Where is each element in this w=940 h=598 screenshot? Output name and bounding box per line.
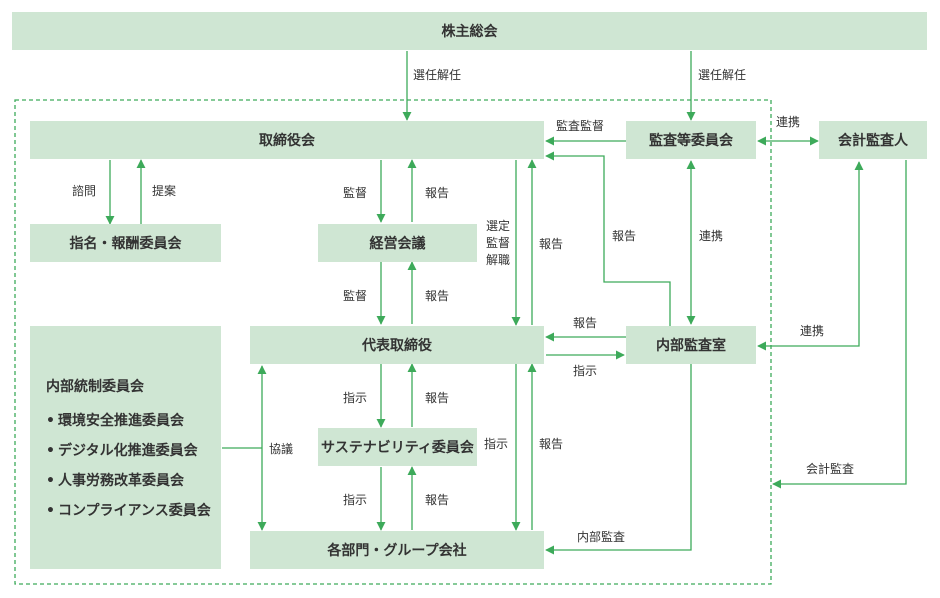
- node-shareholders: 株主総会: [12, 12, 927, 50]
- node-audit-committee: 監査等委員会: [626, 121, 756, 159]
- internal-control-title: 内部統制委員会: [46, 379, 144, 395]
- label-instruction-rep-dept: 指示: [484, 437, 509, 451]
- node-departments: 各部門・グループ会社: [250, 531, 544, 569]
- internal-control-committee-box: 内部統制委員会 環境安全推進委員会 デジタル化推進委員会 人事労務改革委員会 コ…: [30, 326, 221, 569]
- label-internal-audit: 内部監査: [577, 530, 626, 544]
- label-supervision-rep: 監督: [343, 289, 368, 303]
- label-report-internal-rep: 報告: [573, 316, 598, 330]
- label-report-rep-board: 報告: [539, 237, 564, 251]
- label-instruction-sust-dept: 指示: [343, 493, 368, 507]
- label-consultation-ic: 協議: [269, 442, 294, 456]
- ic-item: 環境安全推進委員会: [46, 410, 221, 430]
- label-audit-supervision: 監査監督: [556, 119, 605, 133]
- node-board: 取締役会: [30, 121, 544, 159]
- label-instruction-rep-internal: 指示: [573, 364, 598, 378]
- node-management-meeting: 経営会議: [318, 224, 477, 262]
- label-accounting-audit: 会計監査: [806, 462, 855, 476]
- label-report-rep-mgmt: 報告: [425, 289, 450, 303]
- label-elect-dismiss-audit: 選任解任: [698, 68, 747, 82]
- edge-internal-audit: [545, 364, 692, 555]
- label-supervision-mgmt: 監督: [343, 186, 368, 200]
- label-elect-dismiss-board: 選任解任: [413, 68, 462, 82]
- label-coop-audit-accounting: 連携: [776, 115, 801, 129]
- edge-accounting-audit: [772, 160, 907, 489]
- node-internal-audit-office: 内部監査室: [626, 326, 756, 364]
- label-instruction-sust: 指示: [343, 391, 368, 405]
- label-report-sust: 報告: [425, 391, 450, 405]
- node-nomination-committee: 指名・報酬委員会: [30, 224, 221, 262]
- label-consultation: 諮問: [72, 184, 97, 198]
- ic-item: デジタル化推進委員会: [46, 440, 221, 460]
- label-select-supervise-dismiss: 選定監督解職: [485, 219, 510, 267]
- node-representative-director: 代表取締役: [250, 326, 544, 364]
- node-accounting-auditor: 会計監査人: [819, 121, 927, 159]
- label-report-internal-board: 報告: [612, 229, 637, 243]
- label-report-dept-sust: 報告: [425, 493, 450, 507]
- label-report-mgmt-board: 報告: [425, 186, 450, 200]
- edge-coop-internal-accounting: [757, 161, 864, 351]
- label-coop-audit-internal: 連携: [699, 229, 724, 243]
- edge-report-internal-board: [545, 151, 671, 326]
- node-sustainability-committee: サステナビリティ委員会: [318, 428, 477, 466]
- ic-item: 人事労務改革委員会: [46, 470, 221, 490]
- label-coop-internal-accounting: 連携: [800, 324, 825, 338]
- label-report-dept-rep: 報告: [539, 437, 564, 451]
- label-proposal: 提案: [152, 184, 177, 198]
- ic-item: コンプライアンス委員会: [46, 500, 221, 520]
